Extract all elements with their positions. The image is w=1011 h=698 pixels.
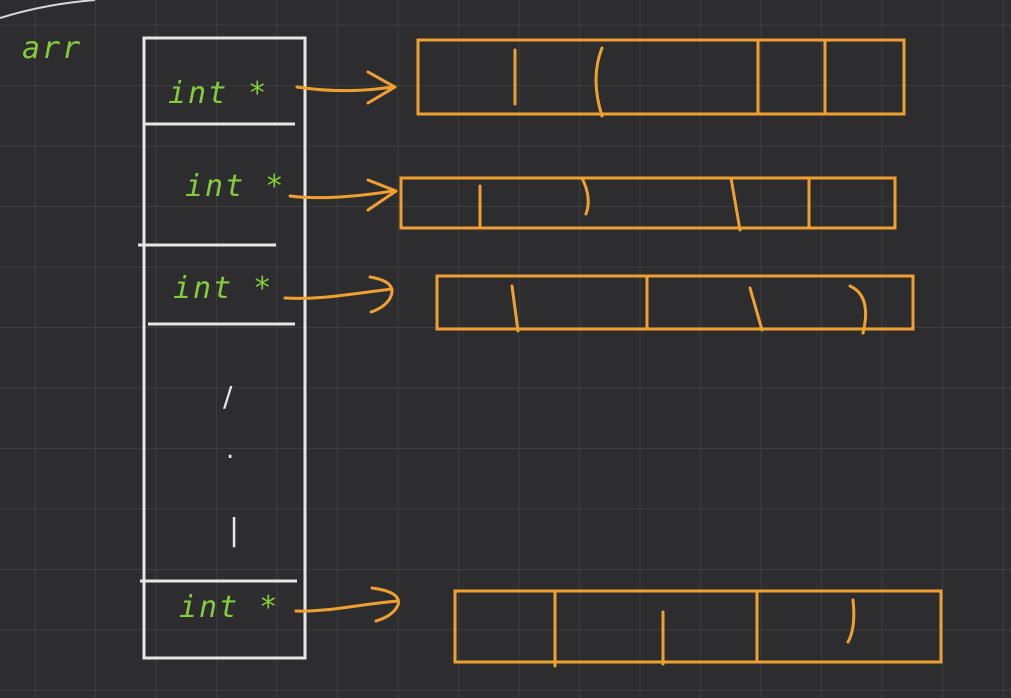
row-array-4	[453, 589, 943, 664]
arrow-4	[294, 599, 400, 613]
row-array-divider	[510, 284, 520, 333]
arrow-1	[295, 85, 394, 93]
row-array-1	[416, 38, 906, 116]
row-array-divider	[594, 46, 604, 118]
pointer-cell-label: int *	[173, 271, 273, 306]
ellipsis-mark: |	[229, 513, 239, 548]
pointer-array-box	[142, 36, 307, 660]
ellipsis-mark: /	[223, 380, 233, 413]
row-array-divider	[729, 176, 742, 232]
pointer-cell-label: int *	[168, 76, 268, 111]
array-name-label: arr	[22, 31, 82, 66]
row-array-divider	[580, 176, 590, 216]
row-array-divider	[846, 598, 856, 644]
row-array-2	[399, 176, 897, 230]
arrow-2	[288, 189, 395, 200]
arrow-2-head	[366, 178, 398, 212]
row-array-3	[435, 274, 915, 331]
pointer-cell-label: int *	[179, 590, 279, 625]
arrow-3-head	[368, 275, 394, 314]
pointer-cell-label: int *	[185, 169, 285, 204]
arrow-1-head	[366, 70, 397, 105]
corner-stroke	[0, 0, 96, 19]
row-array-divider	[748, 286, 764, 332]
arrow-4-head	[370, 586, 400, 623]
row-array-divider	[848, 284, 868, 335]
arrow-3	[283, 287, 394, 300]
ellipsis-mark: .	[226, 435, 234, 465]
